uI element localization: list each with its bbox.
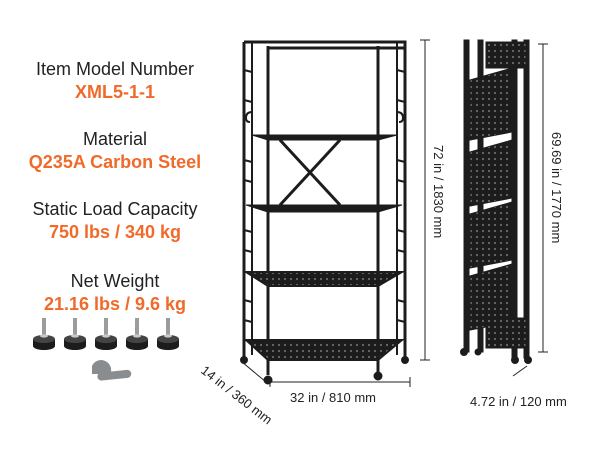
dimension-height-open xyxy=(420,39,430,361)
height-folded-label: 69.69 in / 1770 mm xyxy=(549,132,564,243)
leveling-feet xyxy=(33,318,179,350)
spec-net-weight: Net Weight 21.16 lbs / 9.6 kg xyxy=(0,270,230,316)
spec-label: Material xyxy=(82,129,148,149)
folded-shelf xyxy=(460,39,532,364)
depth-label: 14 in / 360 mm xyxy=(198,363,275,428)
leveling-foot-icon xyxy=(95,318,117,350)
spec-value: 21.16 lbs / 9.6 kg xyxy=(43,294,187,314)
leveling-foot-icon xyxy=(64,318,86,350)
spec-label: Static Load Capacity xyxy=(32,199,198,219)
dimension-width xyxy=(269,377,411,387)
spec-load-capacity: Static Load Capacity 750 lbs / 340 kg xyxy=(0,198,230,244)
depth-folded-label: 4.72 in / 120 mm xyxy=(470,394,567,409)
open-shelf xyxy=(240,40,409,385)
wrench-icon xyxy=(92,360,132,381)
leveling-foot-icon xyxy=(33,318,55,350)
spec-value: 750 lbs / 340 kg xyxy=(48,222,182,242)
height-open-label: 72 in / 1830 mm xyxy=(431,145,446,238)
spec-model-number: Item Model Number XML5-1-1 xyxy=(0,58,230,104)
dimension-depth xyxy=(241,361,267,383)
spec-value: Q235A Carbon Steel xyxy=(28,152,202,172)
spec-label: Net Weight xyxy=(70,271,160,291)
dimension-depth-folded xyxy=(512,365,528,377)
leveling-foot-icon xyxy=(157,318,179,350)
spec-value: XML5-1-1 xyxy=(74,82,155,102)
spec-label: Item Model Number xyxy=(35,59,195,79)
spec-material: Material Q235A Carbon Steel xyxy=(0,128,230,174)
width-label: 32 in / 810 mm xyxy=(290,390,376,405)
leveling-foot-icon xyxy=(126,318,148,350)
dimension-height-folded xyxy=(538,43,548,353)
